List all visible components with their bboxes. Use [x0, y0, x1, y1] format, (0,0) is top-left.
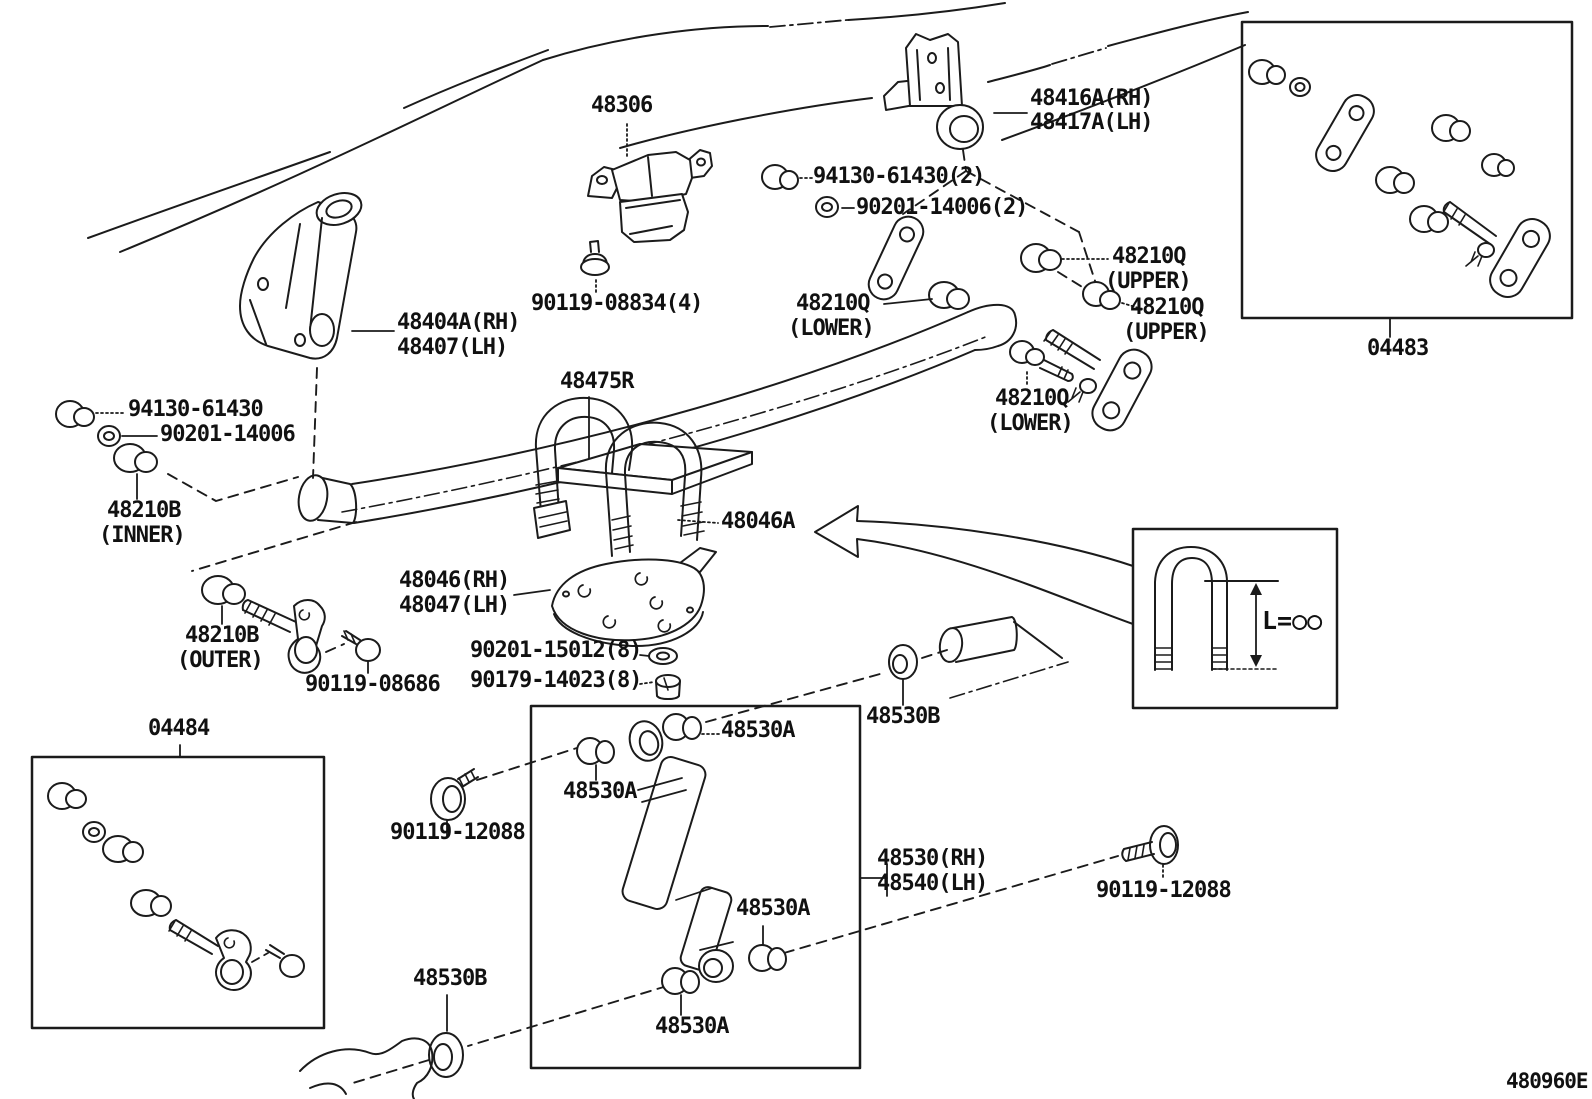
callout-90119-12088-2: 90119-12088 [1096, 878, 1232, 903]
bump-stop-48306 [587, 149, 713, 243]
shock-bushings [576, 713, 787, 995]
callout-48210q-lower-2: 48210Q [995, 386, 1069, 411]
callout-90119-12088-1: 90119-12088 [390, 820, 526, 845]
callout-94130-61430-2: 94130-61430(2) [813, 164, 985, 189]
front-eye-hardware [55, 400, 158, 473]
callout-04484: 04484 [148, 716, 210, 741]
callout-48210q-upper-2b: (UPPER) [1123, 320, 1210, 345]
callout-04483: 04483 [1367, 336, 1429, 361]
drawing-code: 480960E [1506, 1069, 1589, 1093]
callout-48210q-upper-1: 48210Q [1112, 244, 1186, 269]
rear-shackle-set [867, 215, 1153, 432]
callout-48404a-rh: 48404A(RH) [397, 310, 520, 335]
shock-mount-hardware [428, 644, 1179, 1078]
callout-48530a-2: 48530A [563, 779, 637, 804]
callout-48530b-2: 48530B [413, 966, 487, 991]
shock-absorber-box [529, 704, 862, 1070]
callout-48046a: 48046A [721, 509, 795, 534]
callout-48210b-inner-b: (INNER) [99, 523, 186, 548]
leaf-spring [297, 303, 1017, 524]
callout-48210q-upper-2: 48210Q [1130, 295, 1204, 320]
washer-90201-15012 [648, 647, 678, 665]
callout-48306: 48306 [591, 93, 653, 118]
callout-48047-lh: 48047(LH) [399, 593, 510, 618]
callout-90201-14006: 90201-14006 [160, 422, 296, 447]
callout-90201-15012-8: 90201-15012(8) [470, 638, 642, 663]
spring-front-eye [297, 474, 358, 524]
bracket-48404 [239, 192, 363, 360]
nut-90179-14023 [655, 674, 681, 700]
callout-48416a-rh: 48416A(RH) [1030, 86, 1153, 111]
callout-90179-14023-8: 90179-14023(8) [470, 668, 642, 693]
callout-48210q-lower-1: 48210Q [796, 291, 870, 316]
callout-48407-lh: 48407(LH) [397, 335, 508, 360]
callout-48210b-inner: 48210B [107, 498, 181, 523]
callout-48530a-3: 48530A [736, 896, 810, 921]
callout-48530-rh: 48530(RH) [877, 846, 988, 871]
shackle-bolt-washer-pair [761, 164, 839, 218]
callout-90119-08834-4: 90119-08834(4) [531, 291, 703, 316]
callout-48046-rh: 48046(RH) [399, 568, 510, 593]
callout-48475r: 48475R [560, 369, 634, 394]
callout-48210q-lower-1b: (LOWER) [788, 316, 875, 341]
assembly-dashed-lines [167, 149, 1119, 1084]
callout-48210b-outer-b: (OUTER) [177, 648, 264, 673]
u-bolt-length-box [1131, 527, 1339, 710]
callout-48210b-outer: 48210B [185, 623, 259, 648]
shock-absorber [621, 720, 734, 983]
bolt-90119-08834 [580, 240, 610, 276]
callout-48530b-1: 48530B [866, 704, 940, 729]
callout-90201-14006-2: 90201-14006(2) [856, 195, 1028, 220]
leader-lines [95, 112, 1391, 1032]
axle-fragment [299, 1037, 434, 1099]
callout-48210q-upper-1b: (UPPER) [1105, 269, 1192, 294]
front-shackle-outer [201, 575, 381, 674]
kit-box-04483 [1240, 20, 1574, 320]
direction-arrow [814, 505, 1134, 625]
spring-plate-48046 [551, 547, 717, 648]
axle-stub [938, 616, 1069, 699]
kit-box-04484 [30, 755, 326, 1030]
frame-rails [87, 2, 1249, 253]
callout-48417a-lh: 48417A(LH) [1030, 110, 1153, 135]
callout-48530a-1: 48530A [721, 718, 795, 743]
callout-48530a-4: 48530A [655, 1014, 729, 1039]
spring-seat-and-ubolts [533, 396, 753, 557]
hanger-48416 [883, 33, 984, 150]
callout-48210q-lower-2b: (LOWER) [987, 411, 1074, 436]
u-bolt-length-note: L=○○ [1262, 606, 1323, 635]
callout-90119-08686: 90119-08686 [305, 672, 441, 697]
callout-48540-lh: 48540(LH) [877, 871, 988, 896]
callout-94130-61430: 94130-61430 [128, 397, 264, 422]
